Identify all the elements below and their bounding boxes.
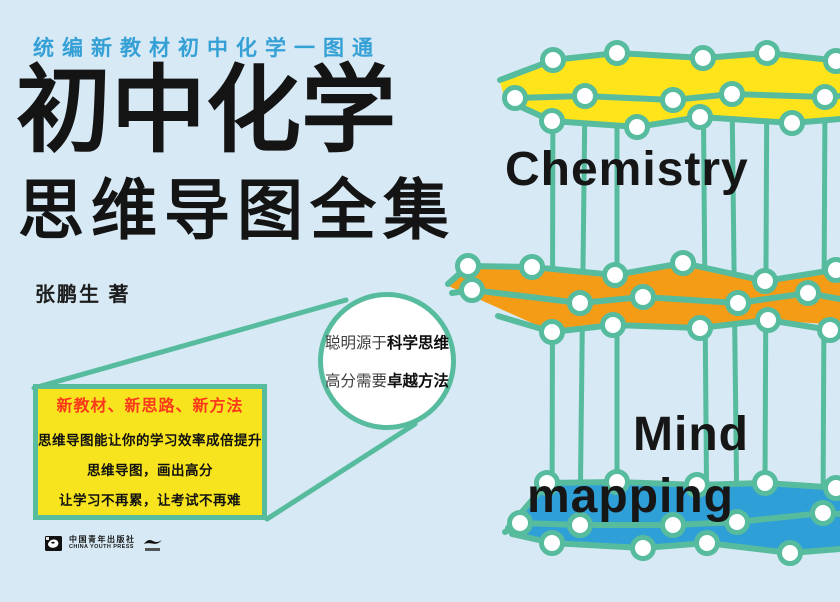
book-title-line2: 思维导图全集 bbox=[18, 173, 456, 247]
highlight-box: 新教材、新思路、新方法 思维导图能让你的学习效率成倍提升 思维导图，画出高分 让… bbox=[33, 384, 267, 520]
highlight-headline: 新教材、新思路、新方法 bbox=[56, 398, 244, 415]
english-title-chemistry: Chemistry bbox=[505, 143, 749, 196]
callout-line-bottom bbox=[264, 421, 418, 522]
brand-mark bbox=[143, 537, 163, 551]
highlight-line-2: 思维导图，画出高分 bbox=[87, 463, 213, 478]
callout-line-1: 聪明源于科学思维 bbox=[325, 331, 449, 353]
callout-circle: 聪明源于科学思维 高分需要卓越方法 bbox=[318, 292, 456, 430]
english-title-mind: Mind bbox=[633, 408, 749, 461]
callout-line-2-regular: 高分需要 bbox=[324, 373, 387, 390]
publisher-name-cn: 中国青年出版社 bbox=[69, 535, 136, 545]
callout-line-1-regular: 聪明源于 bbox=[324, 335, 387, 352]
publisher-strip: 中国青年出版社 CHINA YOUTH PRESS bbox=[45, 535, 163, 552]
author-name: 张鹏生 著 bbox=[35, 284, 131, 306]
brand-fineprint-bar bbox=[145, 547, 160, 551]
callout-line-top bbox=[31, 297, 349, 391]
highlight-line-3: 让学习不再累，让考试不再难 bbox=[59, 493, 241, 508]
publisher-name: 中国青年出版社 CHINA YOUTH PRESS bbox=[69, 536, 136, 550]
callout-line-2: 高分需要卓越方法 bbox=[325, 369, 449, 391]
book-title-line1: 初中化学 bbox=[16, 58, 397, 164]
callout-line-1-bold: 科学思维 bbox=[387, 335, 450, 352]
china-youth-press-panda-icon bbox=[45, 536, 62, 551]
publisher-name-en: CHINA YOUTH PRESS bbox=[69, 543, 134, 550]
brand-swoosh-icon bbox=[143, 539, 162, 544]
callout-line-2-bold: 卓越方法 bbox=[387, 373, 450, 390]
series-tagline: 统编新教材初中化学一图通 bbox=[33, 37, 381, 60]
highlight-line-1: 思维导图能让你的学习效率成倍提升 bbox=[38, 433, 262, 448]
english-title-mapping: mapping bbox=[527, 470, 734, 523]
